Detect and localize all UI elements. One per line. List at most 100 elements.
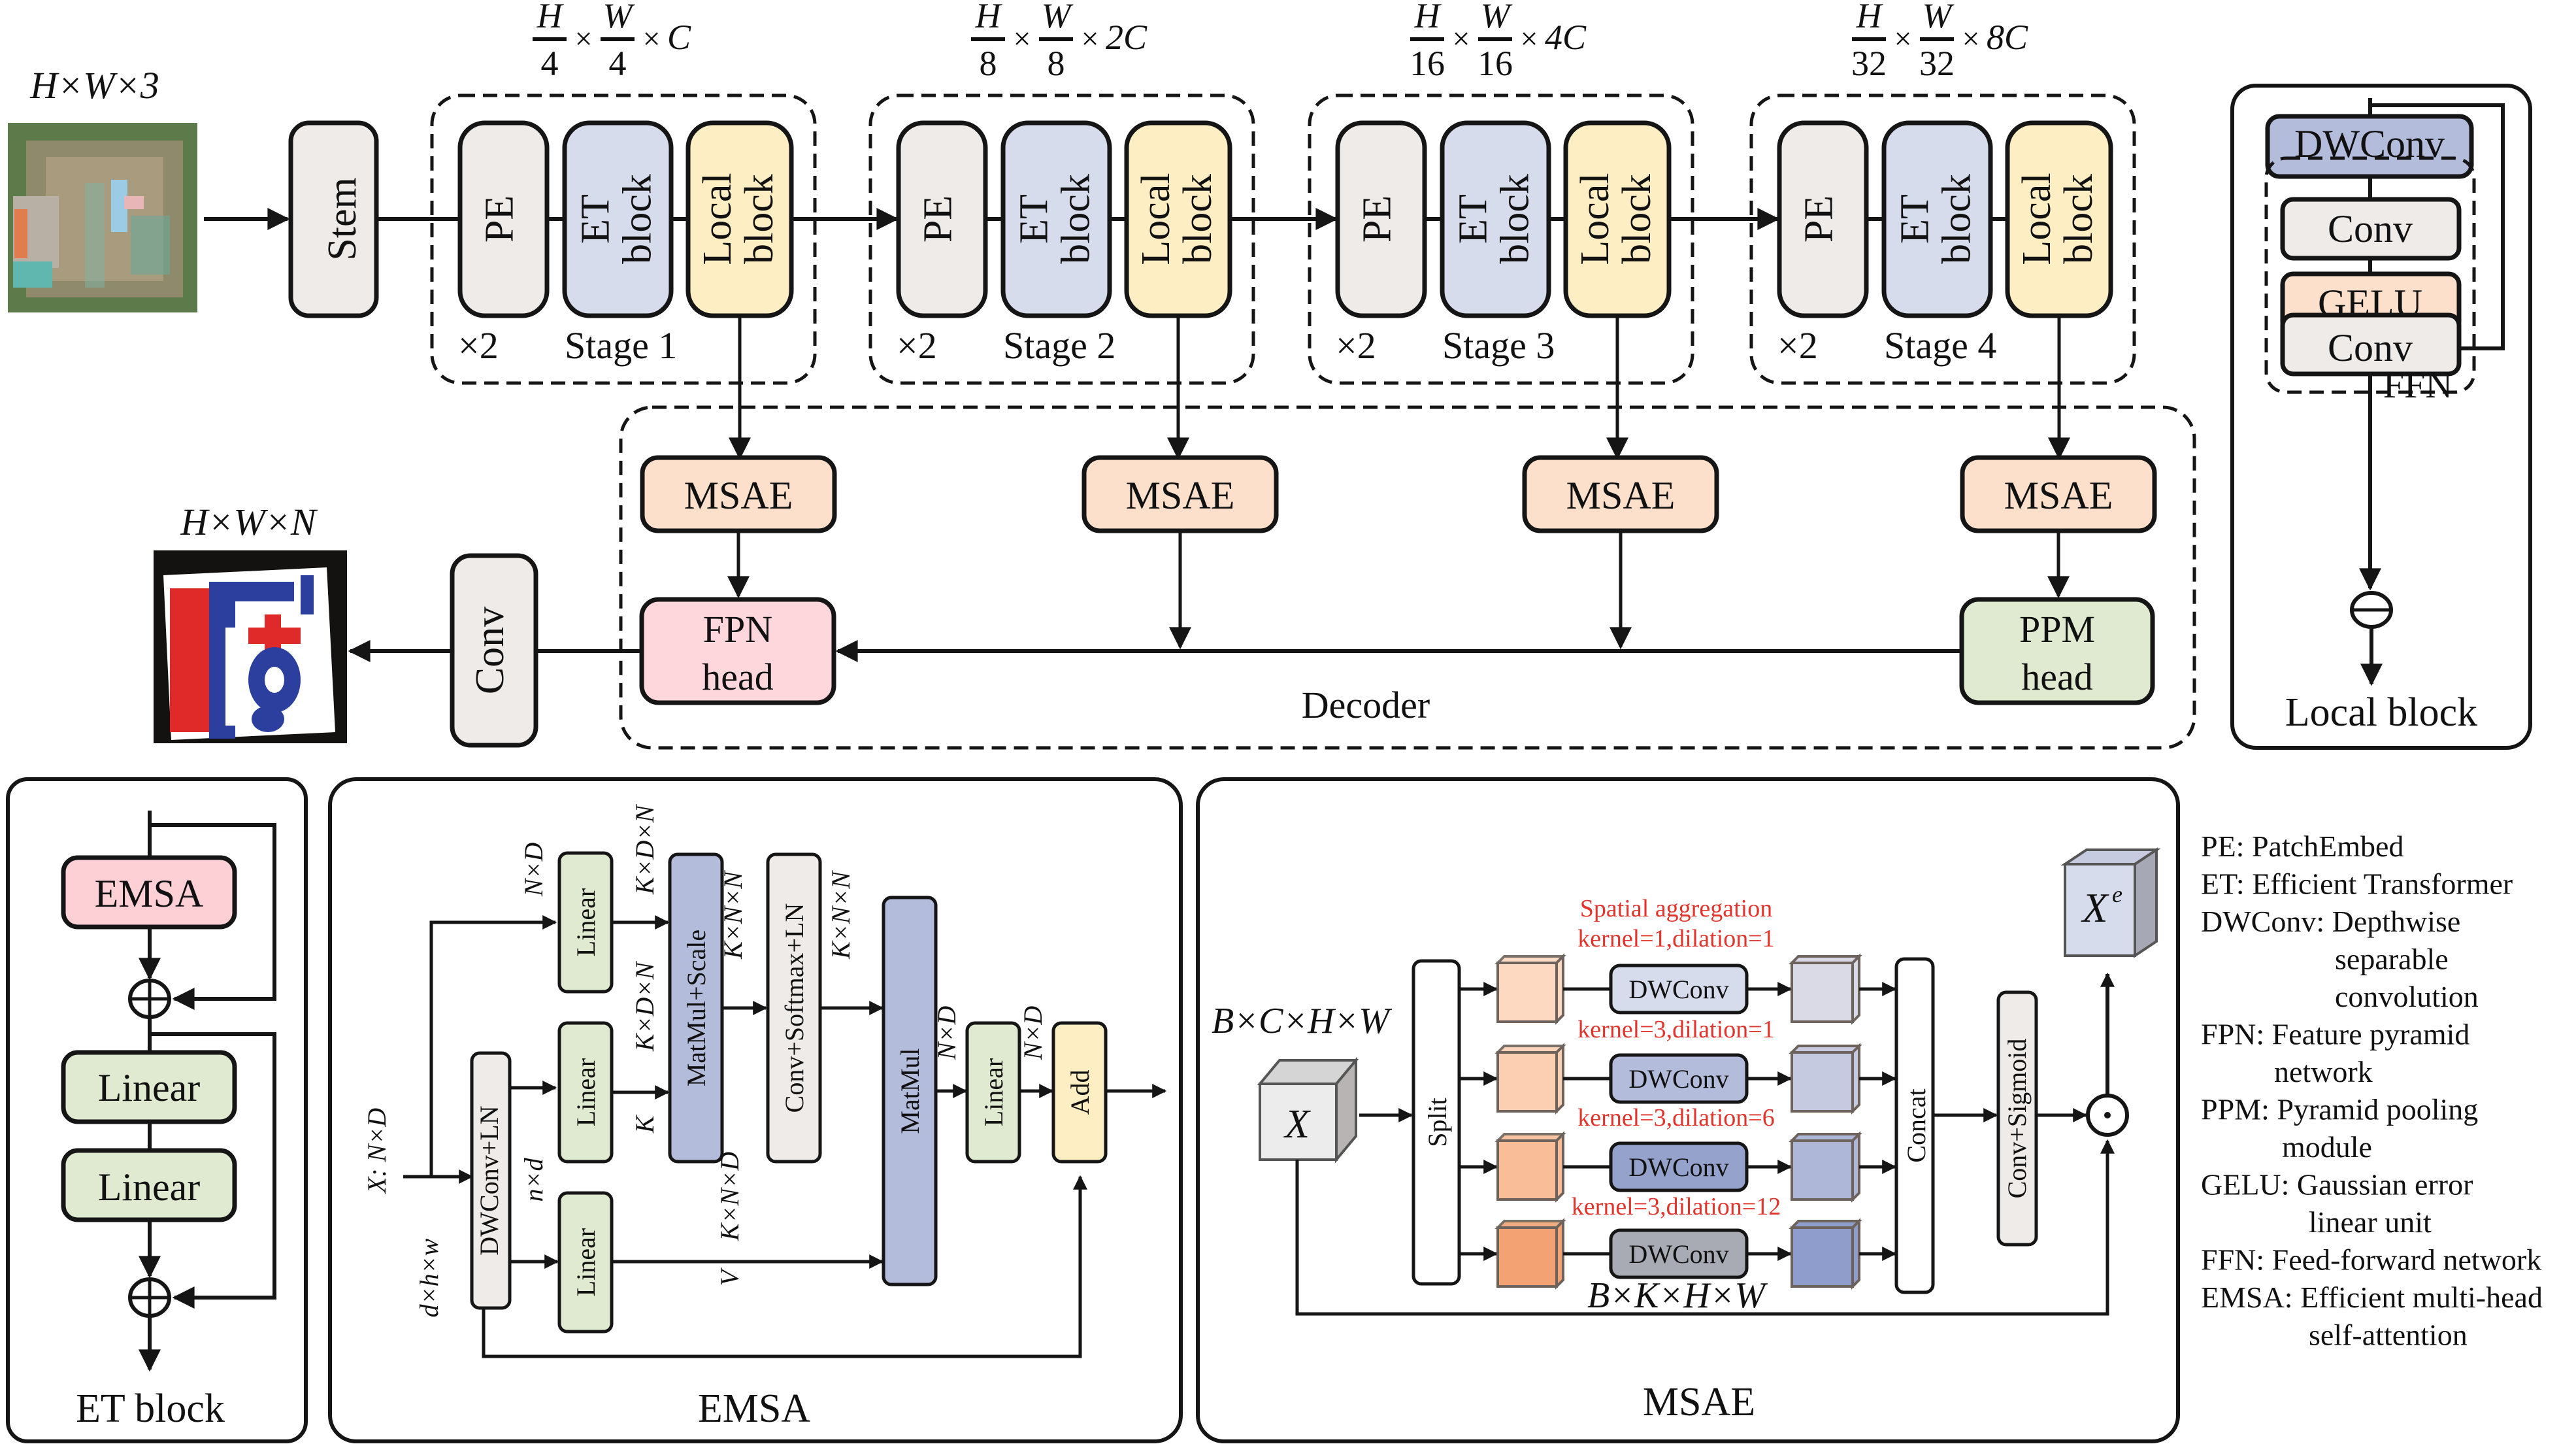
decoder-msae-block-2[interactable]: MSAE <box>1082 455 1279 533</box>
msae-input-dims-label: B×C×H×W <box>1212 1001 1392 1041</box>
msae-split-block[interactable]: Split <box>1412 959 1461 1286</box>
ffn-label: FFN <box>2383 363 2452 406</box>
ppm-head-block[interactable]: PPM head <box>1959 597 2155 705</box>
branch-config-label: kernel=3,dilation=6 <box>1577 1104 1774 1132</box>
svg-text:W: W <box>1042 0 1074 35</box>
block-label-line1: Local <box>1134 173 1178 265</box>
pe-block[interactable]: PE <box>1335 120 1427 318</box>
add-operator-icon-2 <box>128 1277 171 1318</box>
add-operator-icon-1 <box>128 979 171 1019</box>
svg-text:H: H <box>975 0 1003 35</box>
et-emsa-block[interactable]: EMSA <box>61 855 237 930</box>
emsa-linear-k-block[interactable]: Linear <box>557 1021 614 1164</box>
local-conv1-block[interactable]: Conv <box>2280 197 2462 261</box>
stage-dims-label: H32×W32×8C <box>1851 0 2028 83</box>
legend-abbr: ET: <box>2201 867 2252 901</box>
msae-concat-block[interactable]: Concat <box>1894 957 1935 1294</box>
pe-block[interactable]: PE <box>457 120 550 318</box>
msae-conv-sigmoid-block[interactable]: Conv+Sigmoid <box>1996 990 2038 1247</box>
branch-dwconv-block[interactable]: DWConv <box>1609 1228 1749 1279</box>
svg-text:H: H <box>1856 0 1884 35</box>
branch-config-label: kernel=3,dilation=12 <box>1572 1193 1781 1220</box>
local-dwconv-block[interactable]: DWConv <box>2265 114 2474 179</box>
input-dims-label: H×W×3 <box>29 64 159 107</box>
emsa-add-block[interactable]: Add <box>1051 1021 1108 1164</box>
branch-dwconv-label: DWConv <box>1628 975 1728 1004</box>
stage-repeat-label: ×2 <box>1336 324 1376 367</box>
emsa-dwconv-ln-label: DWConv+LN <box>474 1105 504 1255</box>
block-label-line1: ET <box>1451 194 1496 244</box>
branch-output-cube <box>1789 953 1862 1025</box>
emsa-linear-k-label: Linear <box>571 1058 601 1126</box>
local-conv2-label: Conv <box>2328 326 2413 369</box>
output-conv-block[interactable]: Conv <box>450 553 538 748</box>
msae-output-superscript: e <box>2112 881 2122 907</box>
et-linear2-label: Linear <box>98 1166 201 1209</box>
block-label-line1: Local <box>1573 173 1617 265</box>
stage-dims-label: H4×W4×C <box>533 0 691 83</box>
emsa-linear-out-block[interactable]: Linear <box>965 1021 1021 1164</box>
svg-text:×: × <box>1962 22 1979 56</box>
branch-dwconv-block[interactable]: DWConv <box>1609 1053 1749 1104</box>
fpn-head-label-1: FPN <box>703 608 772 650</box>
pe-block[interactable]: PE <box>896 120 988 318</box>
et-linear2-block[interactable]: Linear <box>61 1148 237 1222</box>
block-label-line2: block <box>616 174 660 264</box>
subtract-operator-icon <box>2350 591 2393 629</box>
emsa-conv-softmax-ln-block[interactable]: Conv+Softmax+LN <box>766 852 822 1164</box>
et-linear1-block[interactable]: Linear <box>61 1050 237 1124</box>
block-label: PE <box>1797 195 1841 243</box>
legend-desc: Pyramid pooling <box>2277 1093 2478 1126</box>
svg-text:4: 4 <box>541 44 559 83</box>
svg-text:2C: 2C <box>1106 18 1148 57</box>
msae-label: MSAE <box>2004 474 2113 517</box>
svg-text:×: × <box>1452 22 1470 56</box>
decoder-msae-block-4[interactable]: MSAE <box>1960 455 2157 533</box>
emsa-dwconv-ln-block[interactable]: DWConv+LN <box>470 1051 512 1310</box>
satellite-input-image <box>8 123 197 312</box>
emsa-matmul-block[interactable]: MatMul <box>882 896 938 1286</box>
block-label-line1: Local <box>2015 173 2059 265</box>
emsa-matmul-scale-block[interactable]: MatMul+Scale <box>668 852 724 1164</box>
svg-text:EMSA: Efficient multi-head: EMSA: Efficient multi-head <box>2201 1281 2543 1314</box>
branch-dwconv-block[interactable]: DWConv <box>1609 964 1749 1015</box>
svg-text:4: 4 <box>609 44 627 83</box>
emsa-linear-out-dim-label: N×D <box>1018 1006 1048 1061</box>
emsa-linear-v-block[interactable]: Linear <box>557 1191 614 1334</box>
legend-desc: Efficient multi-head <box>2300 1281 2543 1314</box>
emsa-v-dim-label: K×N×D <box>715 1152 744 1241</box>
emsa-k-dim-label: K×D×N <box>630 961 659 1052</box>
legend-desc: Feed-forward network <box>2272 1243 2542 1277</box>
decoder-msae-block-1[interactable]: MSAE <box>640 455 837 533</box>
decoder-msae-block-3[interactable]: MSAE <box>1522 455 1719 533</box>
svg-text:PE: PatchEmbed: PE: PatchEmbed <box>2201 830 2403 863</box>
block-label: PE <box>1355 195 1400 243</box>
stem-block[interactable]: Stem <box>288 120 379 318</box>
decoder-label: Decoder <box>1302 684 1430 726</box>
fpn-head-block[interactable]: FPN head <box>639 597 836 705</box>
et-linear1-label: Linear <box>98 1066 201 1109</box>
emsa-linear-out-label: Linear <box>979 1058 1008 1126</box>
emsa-linear-q-block[interactable]: Linear <box>557 851 614 994</box>
emsa-v-label: V <box>715 1267 744 1286</box>
local-conv2-block[interactable]: Conv <box>2280 312 2462 377</box>
branch-config-label: kernel=3,dilation=1 <box>1577 1016 1774 1043</box>
pe-block[interactable]: PE <box>1777 120 1869 318</box>
branch-dwconv-block[interactable]: DWConv <box>1609 1141 1749 1192</box>
svg-text:ET: Efficient Transformer: ET: Efficient Transformer <box>2201 867 2513 901</box>
hadamard-product-operator-icon <box>2086 1094 2129 1137</box>
branch-input-cube <box>1494 1131 1566 1203</box>
svg-text:×: × <box>1894 22 1911 56</box>
